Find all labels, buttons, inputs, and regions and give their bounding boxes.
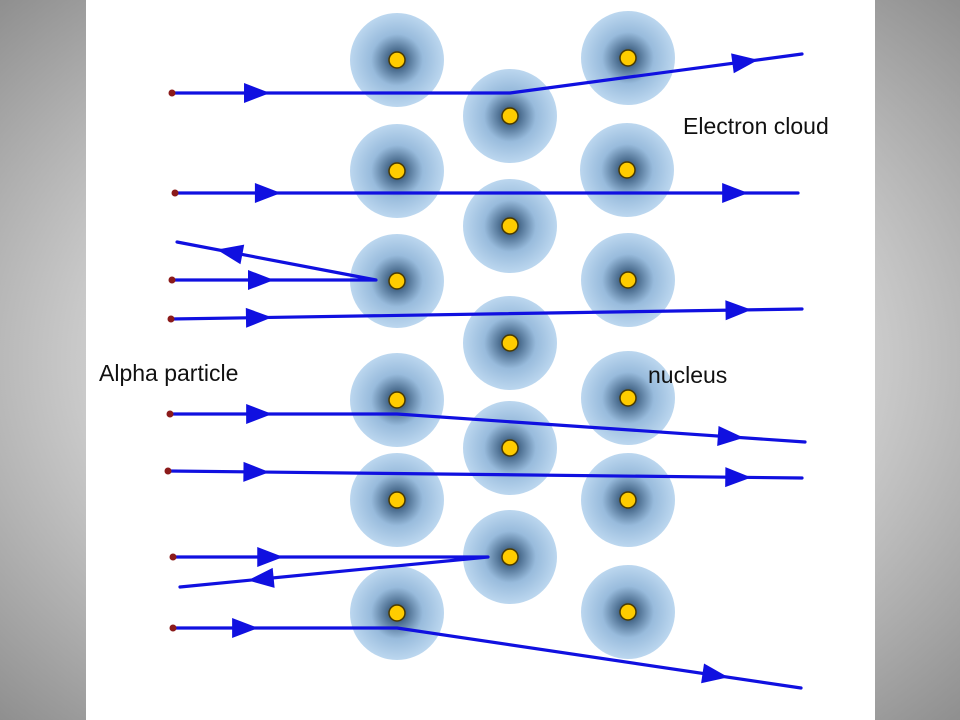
gold-atom [581, 453, 675, 547]
nucleus-label: nucleus [648, 362, 728, 388]
nucleus-dot [501, 439, 519, 457]
gold-atom [580, 123, 674, 217]
arrowhead [246, 404, 273, 424]
nucleus-dot [619, 49, 637, 67]
arrowhead [722, 183, 749, 203]
nucleus-dot [388, 391, 406, 409]
arrowhead [243, 461, 270, 482]
alpha-source-dot [169, 624, 177, 632]
nucleus-dot [619, 271, 637, 289]
nucleus-dot [501, 548, 519, 566]
trajectory-line [169, 307, 804, 321]
nucleus-dot [501, 107, 519, 125]
alpha-particle-label: Alpha particle [99, 360, 239, 386]
gold-atom [350, 353, 444, 447]
gold-atom [350, 13, 444, 107]
trajectory-line [166, 469, 804, 480]
alpha-particle-path [171, 183, 800, 203]
gold-atom [350, 566, 444, 660]
alpha-source-dot [169, 553, 177, 561]
alpha-particle-path [168, 240, 378, 290]
arrowhead [254, 183, 281, 203]
arrowhead [717, 426, 744, 446]
alpha-particle-path [168, 52, 804, 103]
electron-cloud-label: Electron cloud [683, 113, 829, 139]
arrowhead [245, 307, 272, 328]
beams-layer [164, 52, 807, 690]
nucleus-dot [619, 491, 637, 509]
nucleus-dot [501, 217, 519, 235]
trajectory-line [168, 412, 807, 444]
alpha-particle-path [164, 461, 804, 488]
arrowhead [248, 270, 274, 290]
gold-atom [463, 296, 557, 390]
alpha-source-dot [168, 89, 176, 97]
arrowhead [232, 618, 259, 638]
nucleus-dot [388, 491, 406, 509]
alpha-source-dot [171, 189, 179, 197]
nucleus-dot [501, 334, 519, 352]
nucleus-dot [388, 604, 406, 622]
atoms-layer [350, 11, 675, 660]
alpha-particle-path [169, 547, 490, 589]
gold-atom [581, 233, 675, 327]
nucleus-dot [618, 161, 636, 179]
arrowhead [244, 83, 271, 103]
alpha-source-dot [166, 410, 174, 418]
gold-atom [350, 453, 444, 547]
nucleus-dot [388, 272, 406, 290]
alpha-particle-path [166, 404, 807, 446]
alpha-source-dot [167, 315, 175, 323]
gold-atom [350, 234, 444, 328]
gold-atom [350, 124, 444, 218]
arrowhead [725, 467, 752, 488]
arrowhead [257, 547, 284, 567]
alpha-particle-path [169, 618, 803, 690]
alpha-source-dot [164, 467, 172, 475]
alpha-particle-path [167, 300, 804, 328]
nucleus-dot [619, 603, 637, 621]
gold-atom [581, 351, 675, 445]
gold-atom [463, 401, 557, 495]
arrowhead [247, 567, 275, 588]
arrowhead [731, 53, 759, 74]
trajectory-line [170, 52, 804, 95]
gold-atom [581, 565, 675, 659]
arrowhead [216, 244, 245, 265]
trajectory-line [170, 240, 378, 282]
nucleus-dot [388, 51, 406, 69]
arrowhead [701, 663, 729, 684]
gold-atom [463, 69, 557, 163]
gold-atom [581, 11, 675, 105]
gold-atom [463, 179, 557, 273]
nucleus-dot [619, 389, 637, 407]
arrowhead [725, 300, 752, 321]
alpha-source-dot [168, 276, 176, 284]
trajectory-line [171, 555, 490, 589]
nucleus-dot [388, 162, 406, 180]
gold-atom [463, 510, 557, 604]
